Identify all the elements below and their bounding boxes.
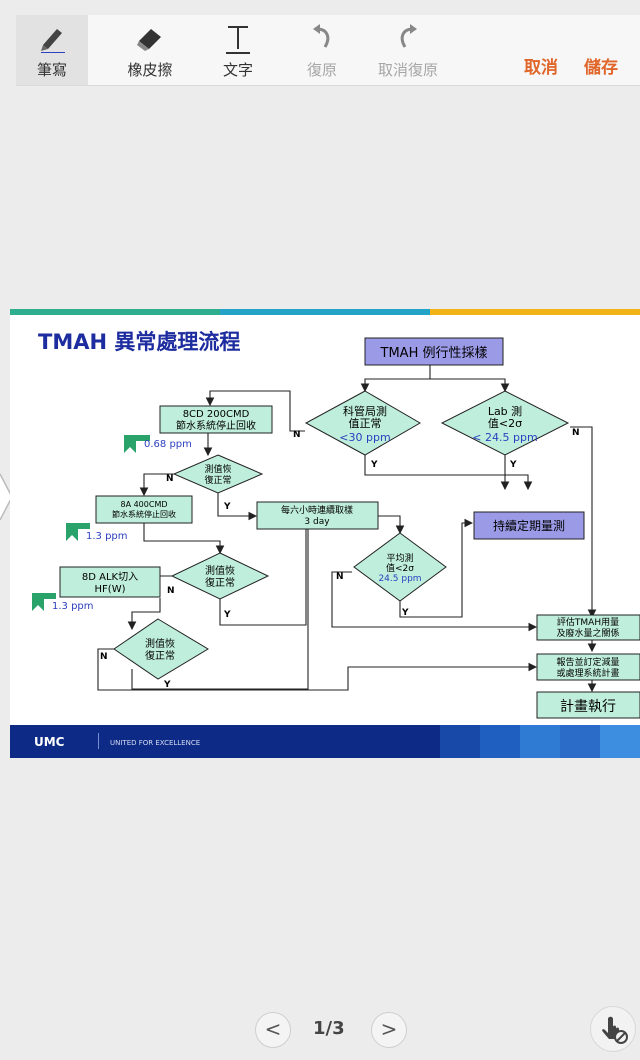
diamond-kgj-l1: 科管局測 [343, 404, 387, 418]
diamond-lab-l1: Lab 測 [488, 404, 522, 418]
box-8a-l2: 節水系統停止回收 [112, 509, 176, 519]
green-arrow-icon [124, 435, 150, 453]
diamond-lab-l2: 值<2σ [488, 417, 522, 430]
text-label: 文字 [222, 61, 253, 79]
label-n: N [572, 428, 580, 438]
pen-label: 筆寫 [36, 61, 67, 79]
next-page-button[interactable]: > [371, 1012, 407, 1048]
diamond-r1-l1: 測值恢 [204, 463, 231, 475]
slide-page: TMAH 異常處理流程 TMAH 例行性採樣 科管局測 值正常 <30 ppm … [10, 309, 640, 758]
box-eval-l2: 及廢水量之關係 [556, 627, 619, 639]
start-box [364, 337, 504, 366]
undo-tool[interactable]: 復原 [292, 15, 352, 85]
label-n: N [336, 572, 344, 582]
disable-touch-button[interactable] [590, 1006, 636, 1052]
label-n: N [293, 430, 301, 440]
diamond-avg-l1: 平均測 [386, 552, 413, 564]
box-eval [536, 614, 640, 641]
eraser-icon [137, 29, 161, 51]
label-n: N [167, 586, 175, 596]
eraser-label: 橡皮擦 [127, 61, 173, 79]
label-n: N [166, 474, 174, 484]
label-y: Y [163, 680, 171, 690]
label-y: Y [370, 460, 378, 470]
diamond-r2-l2: 復正常 [205, 576, 235, 589]
diamond-r3 [113, 618, 209, 680]
green-arrow-icon [32, 593, 56, 611]
ppm-1: 0.68 ppm [144, 439, 192, 450]
redo-icon [400, 24, 417, 48]
diamond-r3-l2: 復正常 [145, 649, 175, 662]
diamond-avg-l3: 24.5 ppm [378, 574, 421, 584]
box-8cd-l2: 節水系統停止回收 [176, 419, 256, 432]
green-arrow-icon [66, 523, 90, 541]
text-icon [226, 26, 250, 54]
box-6hr [256, 501, 379, 530]
box-8cd-l1: 8CD 200CMD [183, 409, 250, 420]
diamond-lab [440, 390, 570, 456]
eraser-tool[interactable]: 橡皮擦 [112, 15, 188, 85]
redo-label: 取消復原 [377, 61, 438, 79]
page-indicator: 1/3 [313, 1018, 345, 1039]
box-8a [95, 495, 193, 524]
box-report-l1: 報告並訂定減量 [556, 656, 619, 668]
label-y: Y [509, 460, 517, 470]
box-8d-l2: HF(W) [95, 584, 126, 595]
save-button[interactable]: 儲存 [584, 58, 618, 78]
annotation-toolbar: 筆寫 橡皮擦 文字 復原 取消復原 取消 儲存 [16, 15, 640, 86]
footer-tagline: UNITED FOR EXCELLENCE [110, 739, 200, 747]
umc-logo: UMC [34, 735, 65, 749]
pen-icon [41, 29, 65, 53]
diamond-lab-l3: < 24.5 ppm [472, 431, 537, 444]
undo-label: 復原 [306, 61, 337, 79]
ppm-3: 1.3 ppm [52, 601, 94, 612]
label-y: Y [223, 610, 231, 620]
diamond-kgj-l2: 值正常 [349, 417, 382, 430]
redo-tool[interactable]: 取消復原 [366, 15, 450, 85]
diamond-r2-l1: 測值恢 [205, 564, 235, 577]
diamond-r1-l2: 復正常 [204, 474, 231, 486]
box-eval-l1: 評估TMAH用量 [557, 616, 619, 628]
box-report-l2: 或處理系統計畫 [556, 667, 619, 679]
chevron-left-icon: < [264, 1017, 282, 1041]
text-tool[interactable]: 文字 [208, 15, 268, 85]
diamond-r2 [170, 552, 270, 600]
prev-page-button[interactable]: < [255, 1012, 291, 1048]
no-touch-icon [602, 1016, 628, 1044]
label-y: Y [401, 608, 409, 618]
box-8a-l1: 8A 400CMD [120, 500, 167, 509]
diamond-kgj [304, 390, 421, 456]
label-n: N [100, 652, 108, 662]
cancel-button[interactable]: 取消 [524, 58, 558, 78]
pen-tool[interactable]: 筆寫 [16, 15, 88, 85]
box-continue-label: 持續定期量測 [493, 518, 565, 533]
box-8d [59, 566, 161, 598]
diamond-r1 [172, 454, 264, 494]
diamond-kgj-l3: <30 ppm [339, 431, 390, 444]
diamond-r3-l1: 測值恢 [145, 637, 175, 650]
undo-icon [313, 24, 330, 48]
box-continue [473, 511, 585, 540]
chevron-right-icon: > [380, 1017, 398, 1041]
box-6hr-l1: 每六小時連續取樣 [281, 504, 353, 516]
diamond-avg [353, 532, 447, 602]
box-exec-label: 計畫執行 [560, 699, 616, 715]
page-navigator: < 1/3 > [255, 1008, 415, 1052]
diamond-avg-l2: 值<2σ [386, 562, 414, 574]
label-y: Y [223, 502, 231, 512]
start-box-label: TMAH 例行性採樣 [380, 346, 488, 361]
box-8cd [159, 405, 273, 434]
box-exec [536, 691, 640, 719]
slide-title: TMAH 異常處理流程 [38, 330, 240, 354]
box-report [536, 653, 640, 681]
box-8d-l1: 8D ALK切入 [82, 571, 138, 583]
ppm-2: 1.3 ppm [86, 531, 128, 542]
box-6hr-l2: 3 day [304, 517, 330, 527]
